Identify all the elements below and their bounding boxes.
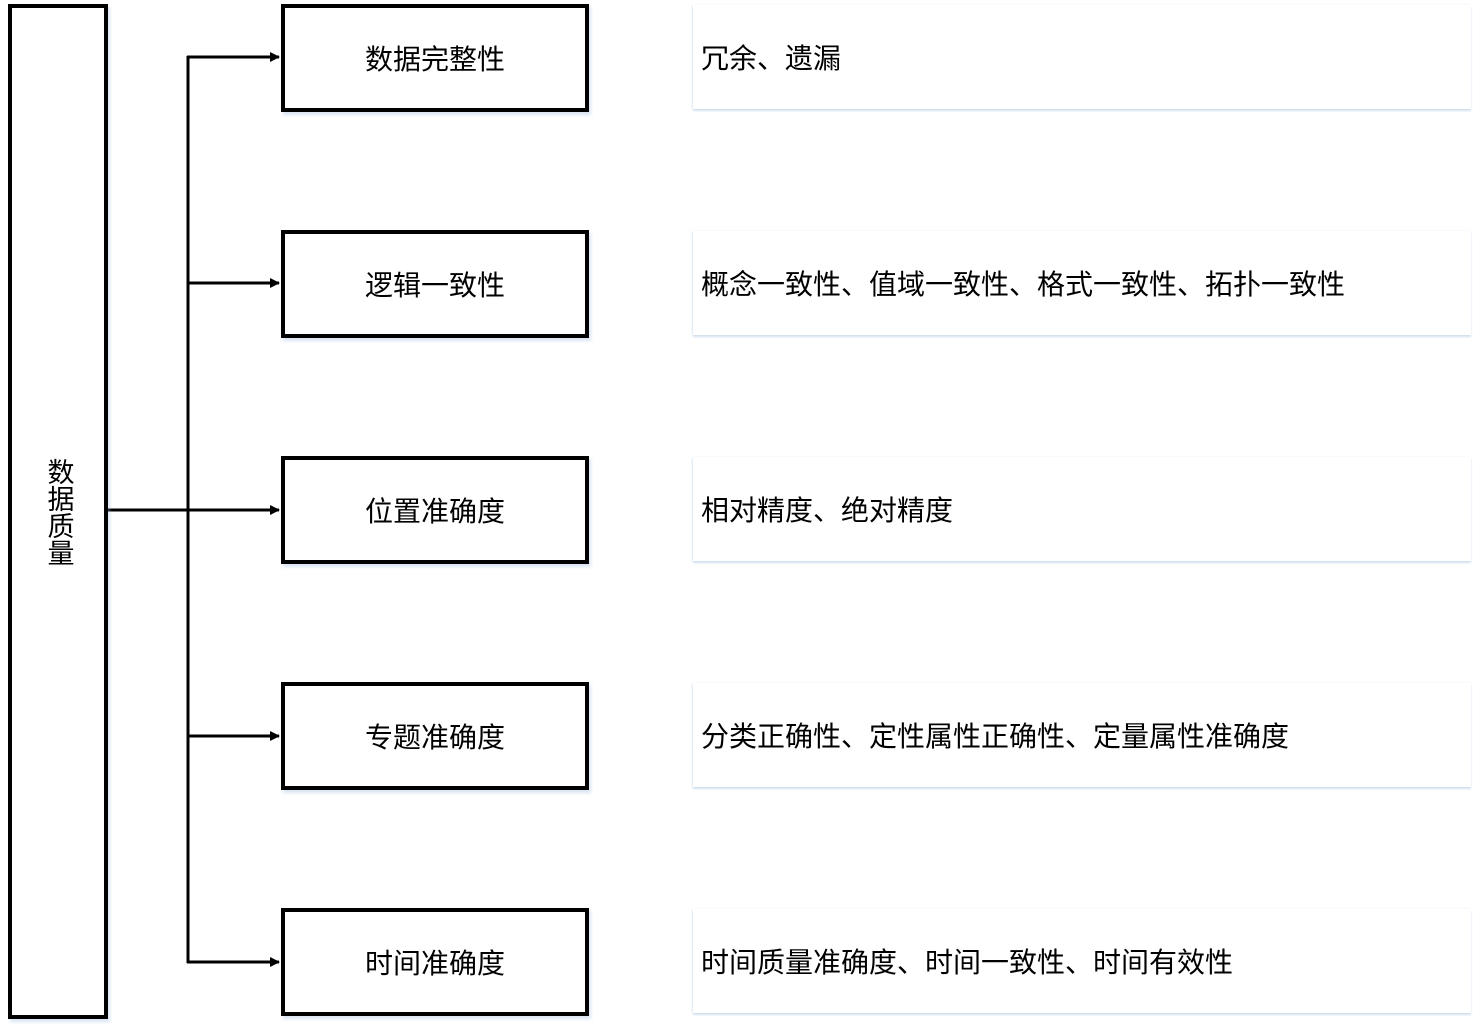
description-text: 概念一致性、值域一致性、格式一致性、拓扑一致性 <box>701 268 1346 301</box>
description-text: 冗余、遗漏 <box>701 42 842 75</box>
category-node-logical-consistency: 逻辑一致性 <box>281 230 589 338</box>
description-box-positional-accuracy: 相对精度、绝对精度 <box>693 457 1471 561</box>
category-node-temporal-accuracy: 时间准确度 <box>281 908 589 1016</box>
description-box-temporal-accuracy: 时间质量准确度、时间一致性、时间有效性 <box>693 909 1471 1013</box>
category-label: 数据完整性 <box>364 43 505 76</box>
description-text: 时间质量准确度、时间一致性、时间有效性 <box>701 946 1234 979</box>
category-node-thematic-accuracy: 专题准确度 <box>281 682 589 790</box>
category-node-positional-accuracy: 位置准确度 <box>281 456 589 564</box>
description-text: 相对精度、绝对精度 <box>701 494 954 527</box>
description-box-logical-consistency: 概念一致性、值域一致性、格式一致性、拓扑一致性 <box>693 231 1471 335</box>
description-box-thematic-accuracy: 分类正确性、定性属性正确性、定量属性准确度 <box>693 683 1471 787</box>
root-node-data-quality: 数据质量 <box>8 4 108 1019</box>
root-node-label: 数据质量 <box>42 457 74 566</box>
description-box-completeness: 冗余、遗漏 <box>693 5 1471 109</box>
description-text: 分类正确性、定性属性正确性、定量属性准确度 <box>701 720 1290 753</box>
category-label: 位置准确度 <box>364 495 505 528</box>
category-label: 专题准确度 <box>364 721 505 754</box>
category-node-completeness: 数据完整性 <box>281 4 589 112</box>
category-label: 时间准确度 <box>364 947 505 980</box>
category-label: 逻辑一致性 <box>364 269 505 302</box>
